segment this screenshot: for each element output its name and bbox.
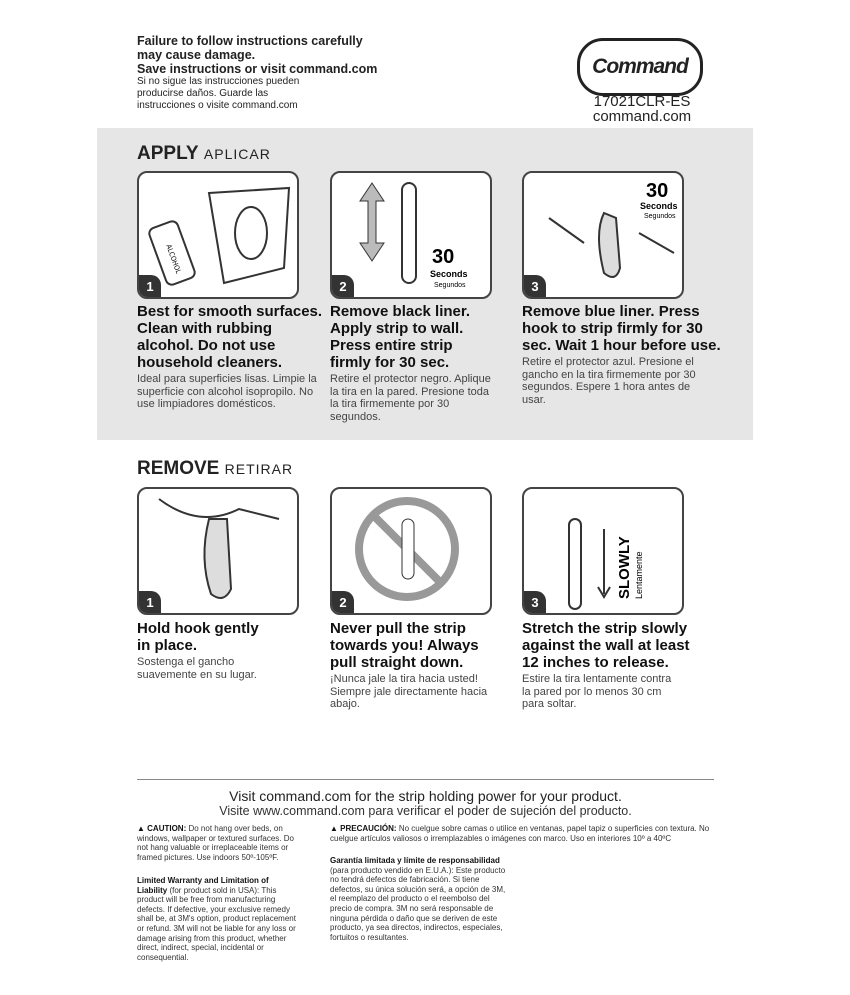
svg-text:Lentamente: Lentamente [634, 551, 644, 599]
apply-heading: APPLY APLICAR [137, 143, 271, 164]
warranty-es: Garantía limitada y límite de responsabi… [330, 856, 506, 942]
remove-step-2-text: Never pull the strip towards you! Always… [330, 620, 488, 710]
warning-line: may cause damage. [137, 48, 256, 62]
svg-text:30: 30 [646, 180, 668, 202]
divider [137, 779, 714, 780]
visit-text: Visit command.com for the strip holding … [229, 788, 622, 804]
visit-text-es: Visite www.command.com para verificar el… [219, 804, 632, 818]
warranty-en: Limited Warranty and Limitation of Liabi… [137, 876, 296, 962]
step-number: 2 [332, 275, 354, 297]
hold-hook-icon [158, 498, 280, 599]
caution-es: ▲ PRECAUCIÓN: No cuelgue sobre camas o u… [330, 824, 710, 843]
alcohol-wipe-icon: ALCOHOL [148, 186, 291, 286]
logo-text: Command [592, 55, 689, 78]
svg-text:Segundos: Segundos [434, 282, 466, 289]
step-number: 2 [332, 591, 354, 613]
svg-text:Seconds: Seconds [430, 269, 468, 279]
svg-text:Segundos: Segundos [644, 213, 676, 220]
remove-step-2-illustration: 2 [330, 487, 492, 615]
remove-step-3-text: Stretch the strip slowly against the wal… [522, 620, 690, 710]
step-number: 1 [139, 591, 161, 613]
remove-step-1-text: Hold hook gently in place.Sostenga el ga… [137, 620, 259, 681]
svg-text:30: 30 [432, 246, 454, 268]
step-number: 3 [524, 591, 546, 613]
warning-line: Save instructions or visit command.com [137, 62, 378, 76]
remove-step-1-illustration: 1 [137, 487, 299, 615]
website: command.com [592, 108, 692, 125]
warning-english: Failure to follow instructions carefully… [137, 34, 377, 76]
sku: 17021CLR-ES [593, 93, 691, 110]
warning-line: Failure to follow instructions carefully [137, 34, 363, 48]
apply-step-1-illustration: ALCOHOL 1 [137, 171, 299, 299]
command-logo: Command [577, 38, 703, 96]
warning-spanish: Si no sigue las instrucciones pueden pro… [137, 76, 300, 111]
svg-text:SLOWLY: SLOWLY [616, 536, 633, 599]
remove-heading: REMOVE RETIRAR [137, 458, 294, 479]
apply-step-2-text: Remove black liner. Apply strip to wall.… [330, 303, 491, 423]
apply-step-3-text: Remove blue liner. Press hook to strip f… [522, 303, 721, 406]
step-number: 1 [139, 275, 161, 297]
apply-step-1-text: Best for smooth surfaces. Clean with rub… [137, 303, 323, 410]
svg-text:Seconds: Seconds [640, 201, 678, 211]
prohibited-icon [355, 497, 459, 601]
caution-en: ▲ CAUTION: Do not hang over beds, on win… [137, 824, 294, 862]
step-number: 3 [524, 275, 546, 297]
